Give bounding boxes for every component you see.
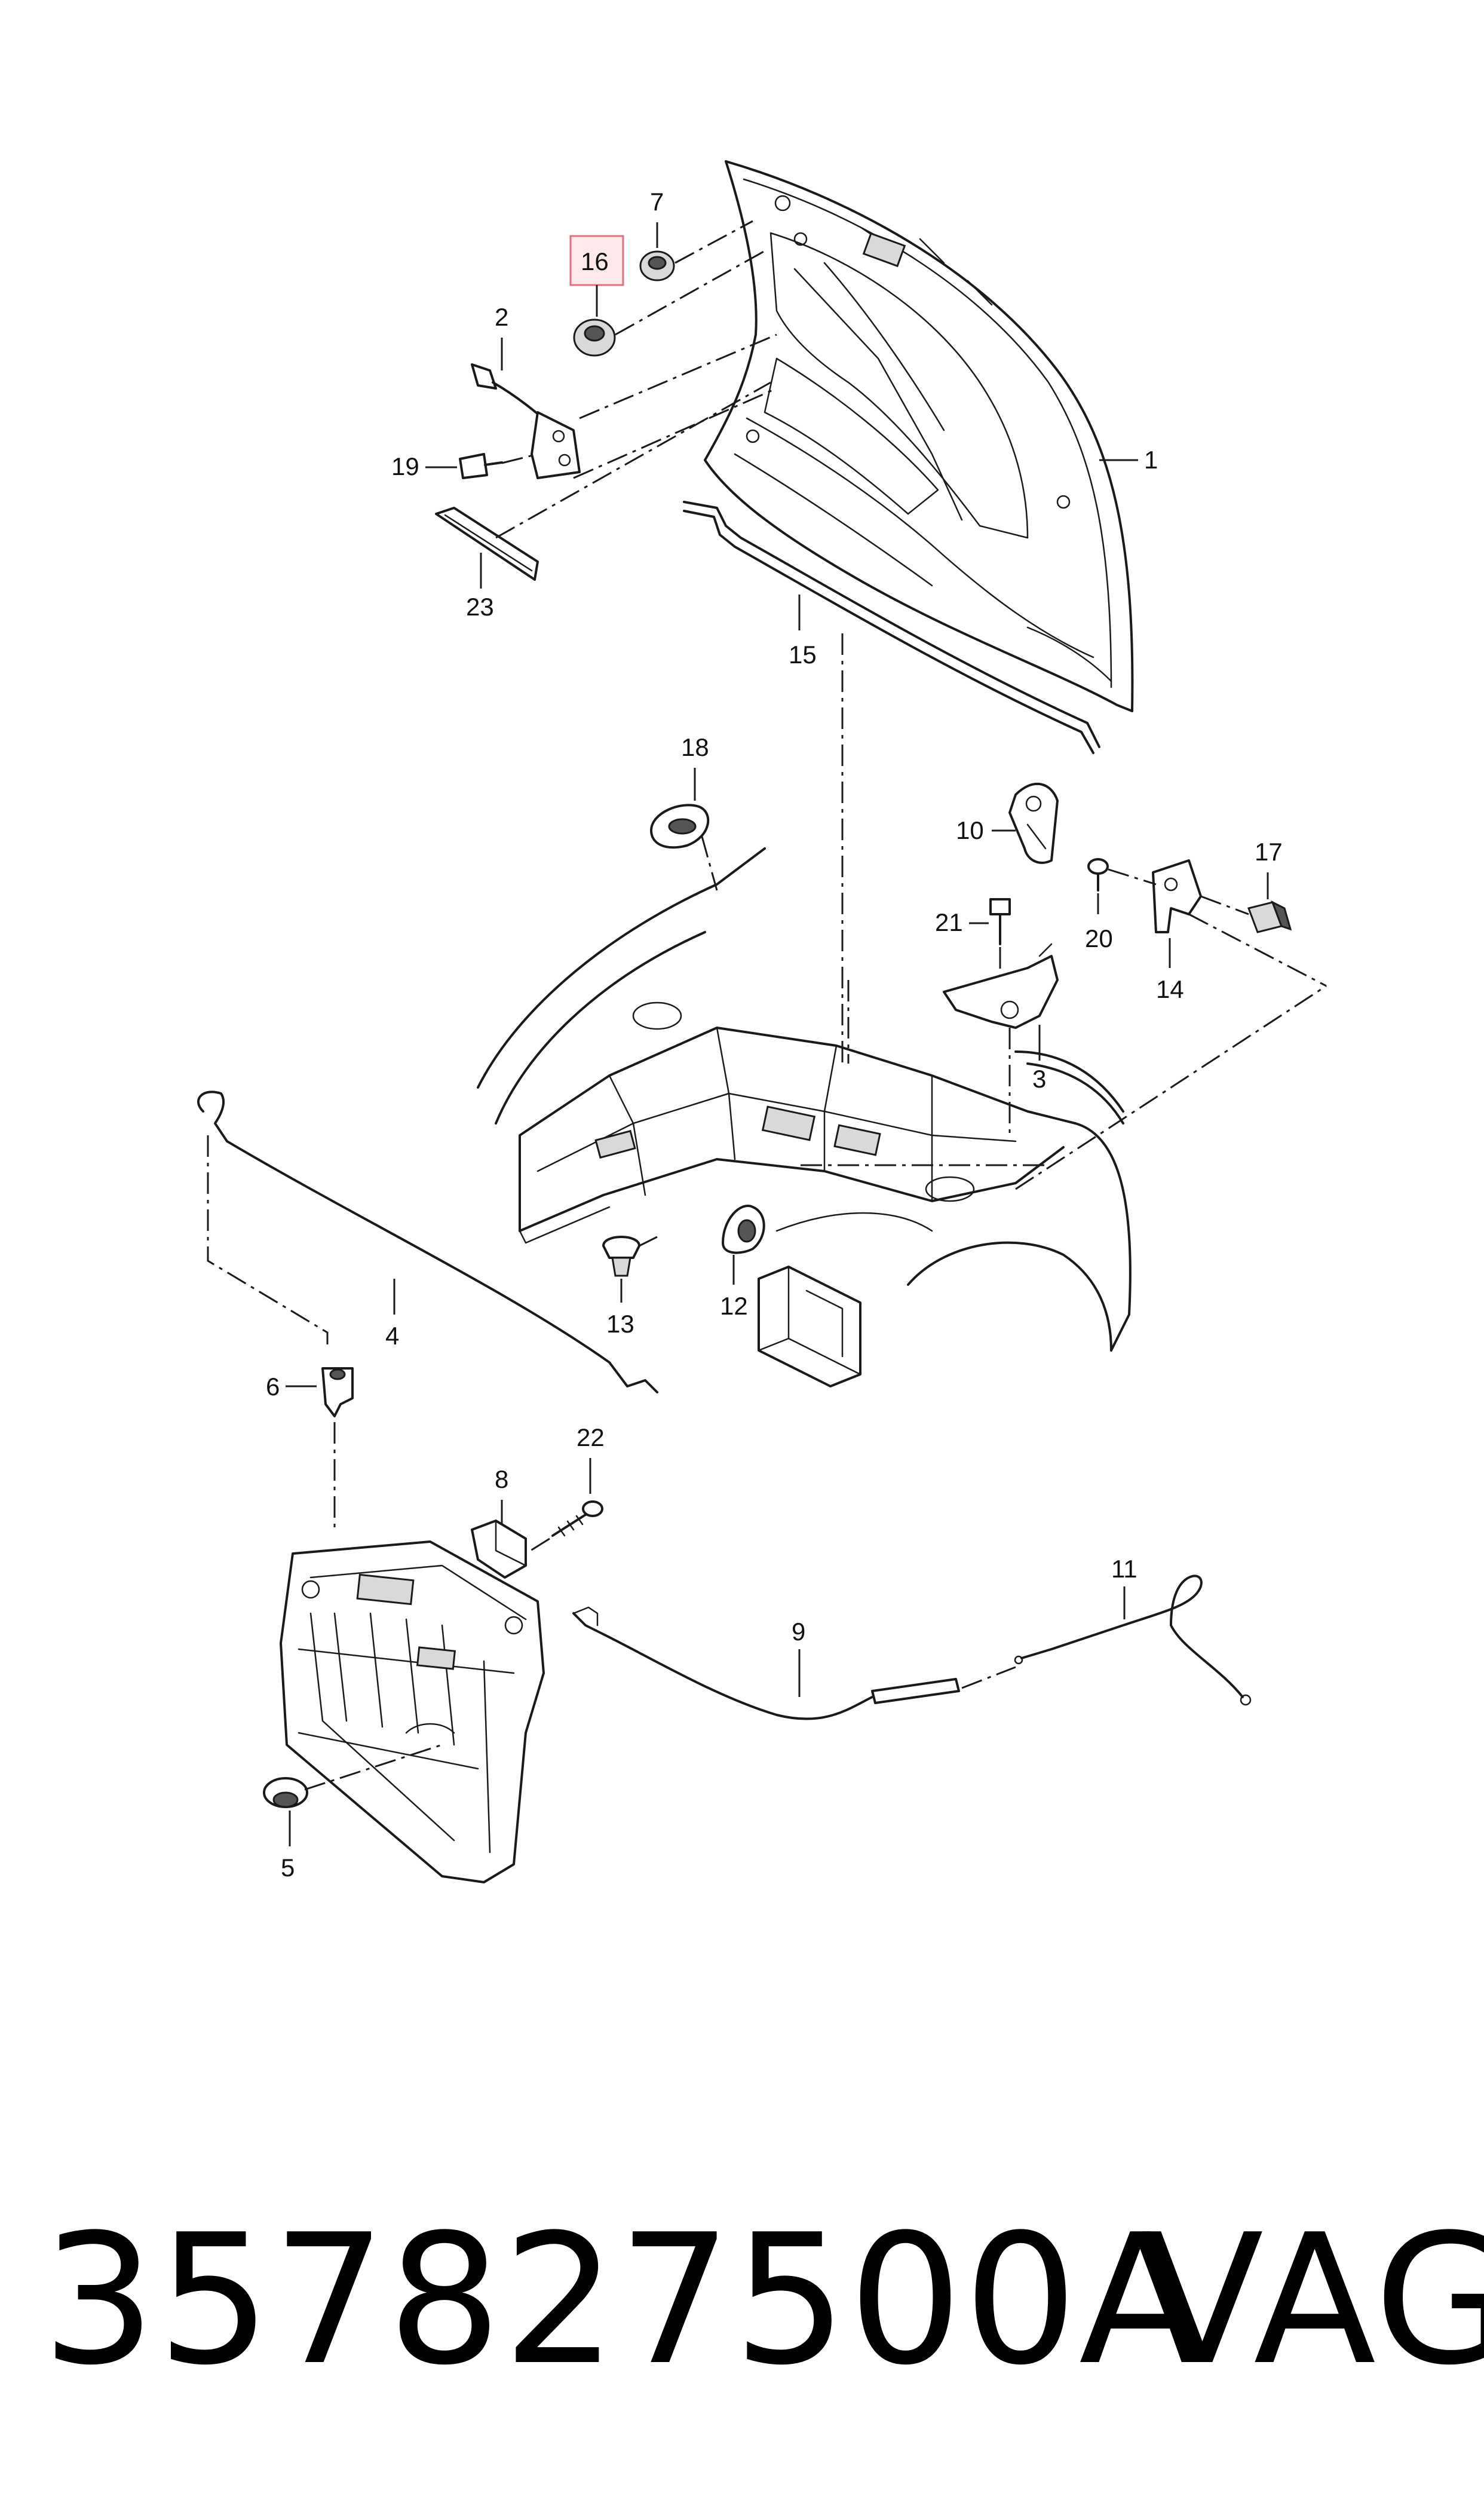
callout-6: 6: [266, 1373, 280, 1401]
buffer-part-7: [639, 250, 675, 281]
grommet-part-12: [722, 1205, 765, 1254]
grommet-part-18: [650, 804, 710, 849]
callout-7: 7: [650, 188, 664, 216]
callout-21: 21: [935, 908, 963, 936]
screw-part-20: [1087, 858, 1109, 892]
seal-part-15: [683, 501, 1100, 754]
plug-part-17: [1247, 900, 1292, 933]
guide-part-6: [321, 1367, 354, 1417]
bolt-part-22: [551, 1500, 603, 1537]
callout-10: 10: [956, 816, 984, 844]
part-caption: 357827500A VAG: [24, 2196, 1484, 2404]
callout-3: 3: [1032, 1065, 1046, 1093]
lock-carrier: [280, 1540, 545, 1883]
callout-15: 15: [789, 641, 817, 669]
callout-11: 11: [1111, 1555, 1137, 1583]
hood-panel: [704, 160, 1134, 712]
callout-5: 5: [281, 1854, 295, 1882]
callout-22: 22: [577, 1423, 605, 1451]
callout-17: 17: [1255, 838, 1283, 866]
callout-1: 1: [1144, 446, 1158, 474]
hinge-part-2: [471, 363, 581, 479]
handle-part-8: [471, 1520, 527, 1579]
bracket-part-14: [1152, 859, 1202, 933]
grommet-part-5: [263, 1777, 308, 1808]
rod-part-4: [197, 1090, 658, 1393]
callout-16: 16: [581, 247, 609, 275]
callout-12: 12: [720, 1292, 748, 1320]
callout-13: 13: [606, 1310, 634, 1338]
callout-14: 14: [1156, 975, 1184, 1003]
callout-16-highlight: [569, 235, 624, 286]
catch-part-3: [943, 943, 1059, 1029]
part-number: 357827500A: [42, 2196, 1203, 2404]
cable-part-11: [1014, 1574, 1252, 1706]
callout-8: 8: [495, 1465, 508, 1493]
bolt-part-21: [989, 898, 1011, 945]
clip-part-13: [602, 1236, 640, 1277]
callout-18: 18: [681, 733, 709, 761]
callout-19: 19: [391, 452, 419, 480]
callout-2: 2: [495, 303, 508, 331]
callout-9: 9: [792, 1618, 805, 1646]
callout-20: 20: [1085, 924, 1113, 952]
cable-part-9: [572, 1606, 960, 1720]
bolt-part-19: [459, 453, 503, 479]
callout-4: 4: [385, 1322, 399, 1350]
seal-part-23: [435, 507, 539, 581]
callout-23: 23: [466, 593, 494, 621]
lock-part-10: [1008, 783, 1059, 864]
front-body-structure: [477, 847, 1132, 1387]
brand-name: VAG: [1141, 2196, 1484, 2404]
buffer-part-16: [573, 318, 616, 357]
